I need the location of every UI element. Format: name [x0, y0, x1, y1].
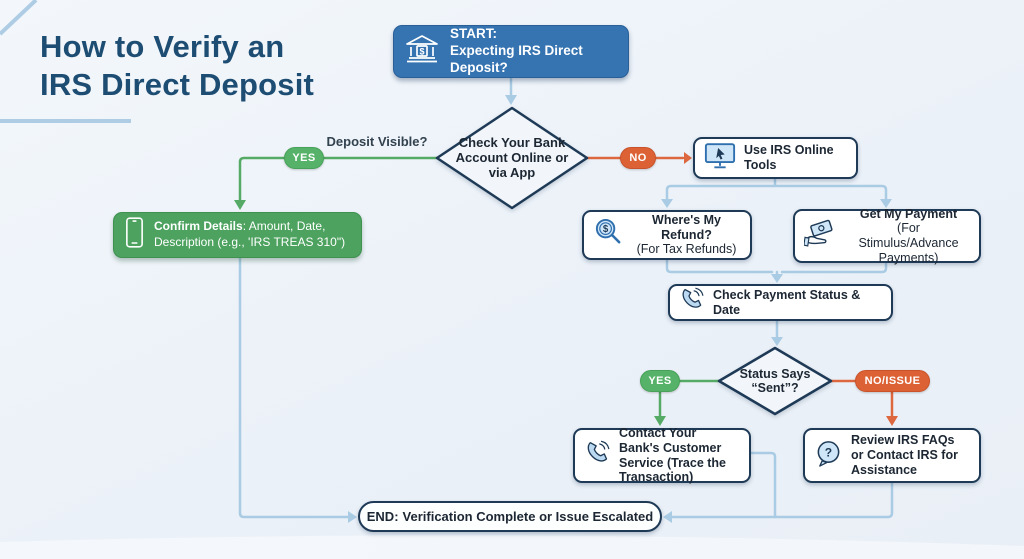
- wheres-refund-sub: (For Tax Refunds): [636, 242, 737, 257]
- wheres-refund-node: $ Where's My Refund? (For Tax Refunds): [582, 210, 752, 260]
- wheres-refund-bold: Where's My Refund?: [652, 212, 721, 242]
- edge-tools-split: [665, 177, 888, 202]
- deposit-visible-label: Deposit Visible?: [326, 134, 428, 149]
- start-node: $ START: Expecting IRS Direct Deposit?: [393, 25, 629, 78]
- no-label-1: NO: [620, 147, 656, 169]
- confirm-details-bold: Confirm Details: [154, 219, 243, 234]
- review-faqs-text: Review IRS FAQs or Contact IRS for Assis…: [851, 433, 958, 477]
- svg-text:?: ?: [825, 445, 832, 459]
- edge-review-to-end: [670, 481, 894, 519]
- end-text: Verification Complete or Issue Escalated: [402, 509, 654, 524]
- phone-icon: [584, 440, 611, 472]
- confirm-details-rest: : Amount, Date, Description (e.g., 'IRS …: [154, 219, 346, 249]
- end-node: END: Verification Complete or Issue Esca…: [358, 501, 662, 532]
- svg-text:$: $: [603, 224, 609, 235]
- bank-icon: $: [404, 34, 440, 69]
- yes-label-2: YES: [640, 370, 680, 392]
- edge-yes1: [238, 156, 440, 203]
- use-irs-tools-text: Use IRS Online Tools: [744, 143, 834, 172]
- start-prefix: START:: [450, 26, 497, 42]
- decision-sent-diamond: [717, 346, 833, 416]
- no-issue-label: NO/ISSUE: [855, 370, 930, 392]
- edge-contact-to-end: [749, 451, 777, 519]
- smartphone-icon: [124, 216, 145, 254]
- page-title: How to Verify an IRS Direct Deposit: [40, 28, 314, 104]
- magnifier-dollar-icon: $: [593, 217, 624, 253]
- get-payment-node: Get My Payment (For Stimulus/Advance Pay…: [793, 206, 981, 265]
- yes-label-1: YES: [284, 147, 324, 169]
- get-payment-sub: (For Stimulus/Advance Payments): [858, 221, 959, 265]
- svg-text:$: $: [419, 47, 424, 57]
- page-title-line1: How to Verify an: [40, 29, 285, 64]
- monitor-cursor-icon: [704, 141, 736, 175]
- use-irs-tools-node: Use IRS Online Tools: [693, 137, 858, 179]
- end-prefix: END:: [366, 509, 399, 524]
- start-text: Expecting IRS Direct Deposit?: [450, 43, 583, 75]
- question-bubble-icon: ?: [814, 439, 843, 473]
- get-payment-bold: Get My Payment: [859, 206, 958, 221]
- phone-icon: [679, 287, 705, 318]
- money-hand-icon: [803, 218, 839, 254]
- review-faqs-node: ? Review IRS FAQs or Contact IRS for Ass…: [803, 428, 981, 483]
- page-title-line2: IRS Direct Deposit: [40, 67, 315, 102]
- decision-bank-diamond: [435, 106, 589, 210]
- edge-confirm-to-end: [238, 256, 350, 519]
- check-status-text: Check Payment Status & Date: [713, 287, 861, 317]
- contact-bank-node: Contact Your Bank's Customer Service (Tr…: [573, 426, 751, 485]
- check-status-node: Check Payment Status & Date: [668, 284, 893, 321]
- corner-accent-line: [0, 0, 38, 36]
- bottom-wave-decoration: [0, 535, 1024, 559]
- contact-bank-text: Contact Your Bank's Customer Service (Tr…: [619, 426, 727, 485]
- confirm-details-node: Confirm Details: Amount, Date, Descripti…: [113, 212, 362, 258]
- title-underline: [0, 119, 131, 123]
